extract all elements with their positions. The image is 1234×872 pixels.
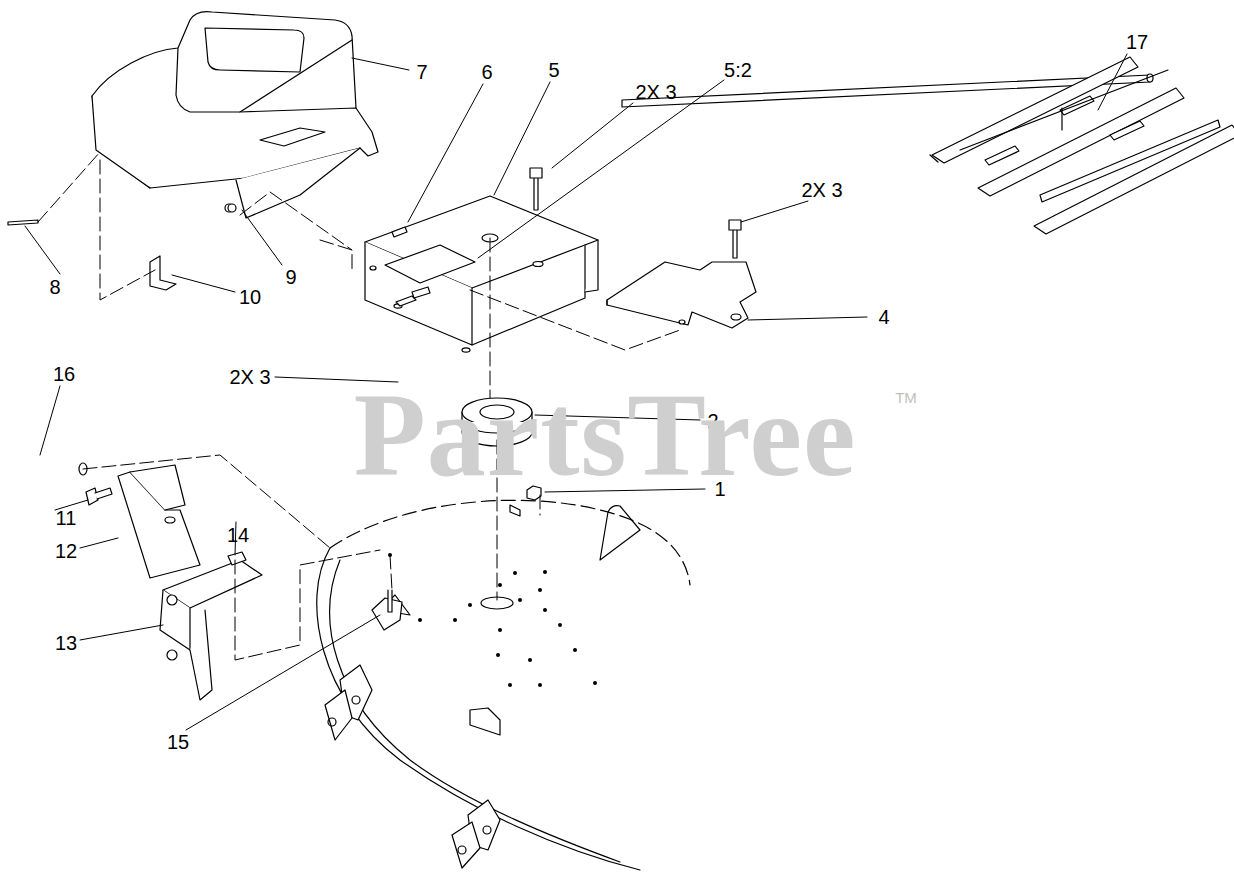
- crossbar: [960, 70, 1220, 202]
- seat: [92, 12, 378, 218]
- mount-plate: [607, 262, 756, 328]
- callout-number: 5: [548, 60, 559, 80]
- callout-number: 4: [878, 307, 889, 327]
- deflector: [118, 465, 200, 578]
- callout-number: 9: [285, 267, 296, 287]
- pulley-bracket: [365, 196, 598, 352]
- callout-number: 2X 3: [635, 82, 676, 102]
- callout-number: 7: [416, 62, 427, 82]
- callout-number: 2X 3: [229, 367, 270, 387]
- bolts: [8, 168, 741, 306]
- callout-number: 11: [56, 508, 77, 528]
- callout-number: 10: [239, 287, 261, 307]
- trademark-mark: TM: [895, 390, 917, 405]
- callout-number: 12: [55, 541, 77, 561]
- callout-number: 5:2: [724, 60, 752, 80]
- leader-lines: [25, 54, 1127, 730]
- watermark: PartsTree: [354, 377, 857, 495]
- callout-number: 8: [49, 277, 60, 297]
- callout-number: 6: [481, 62, 492, 82]
- callout-number: 15: [167, 732, 189, 752]
- trim-rod-assembly: [622, 57, 1234, 234]
- mower-deck: [317, 500, 690, 870]
- callout-number: 2X 3: [801, 180, 842, 200]
- callout-number: 16: [53, 364, 75, 384]
- callout-number: 17: [1126, 32, 1148, 52]
- clip: [150, 256, 176, 290]
- deflector-bracket: [160, 552, 262, 700]
- carriage-bolt: [372, 590, 402, 630]
- callout-number: 14: [227, 525, 249, 545]
- callout-number: 13: [55, 633, 77, 653]
